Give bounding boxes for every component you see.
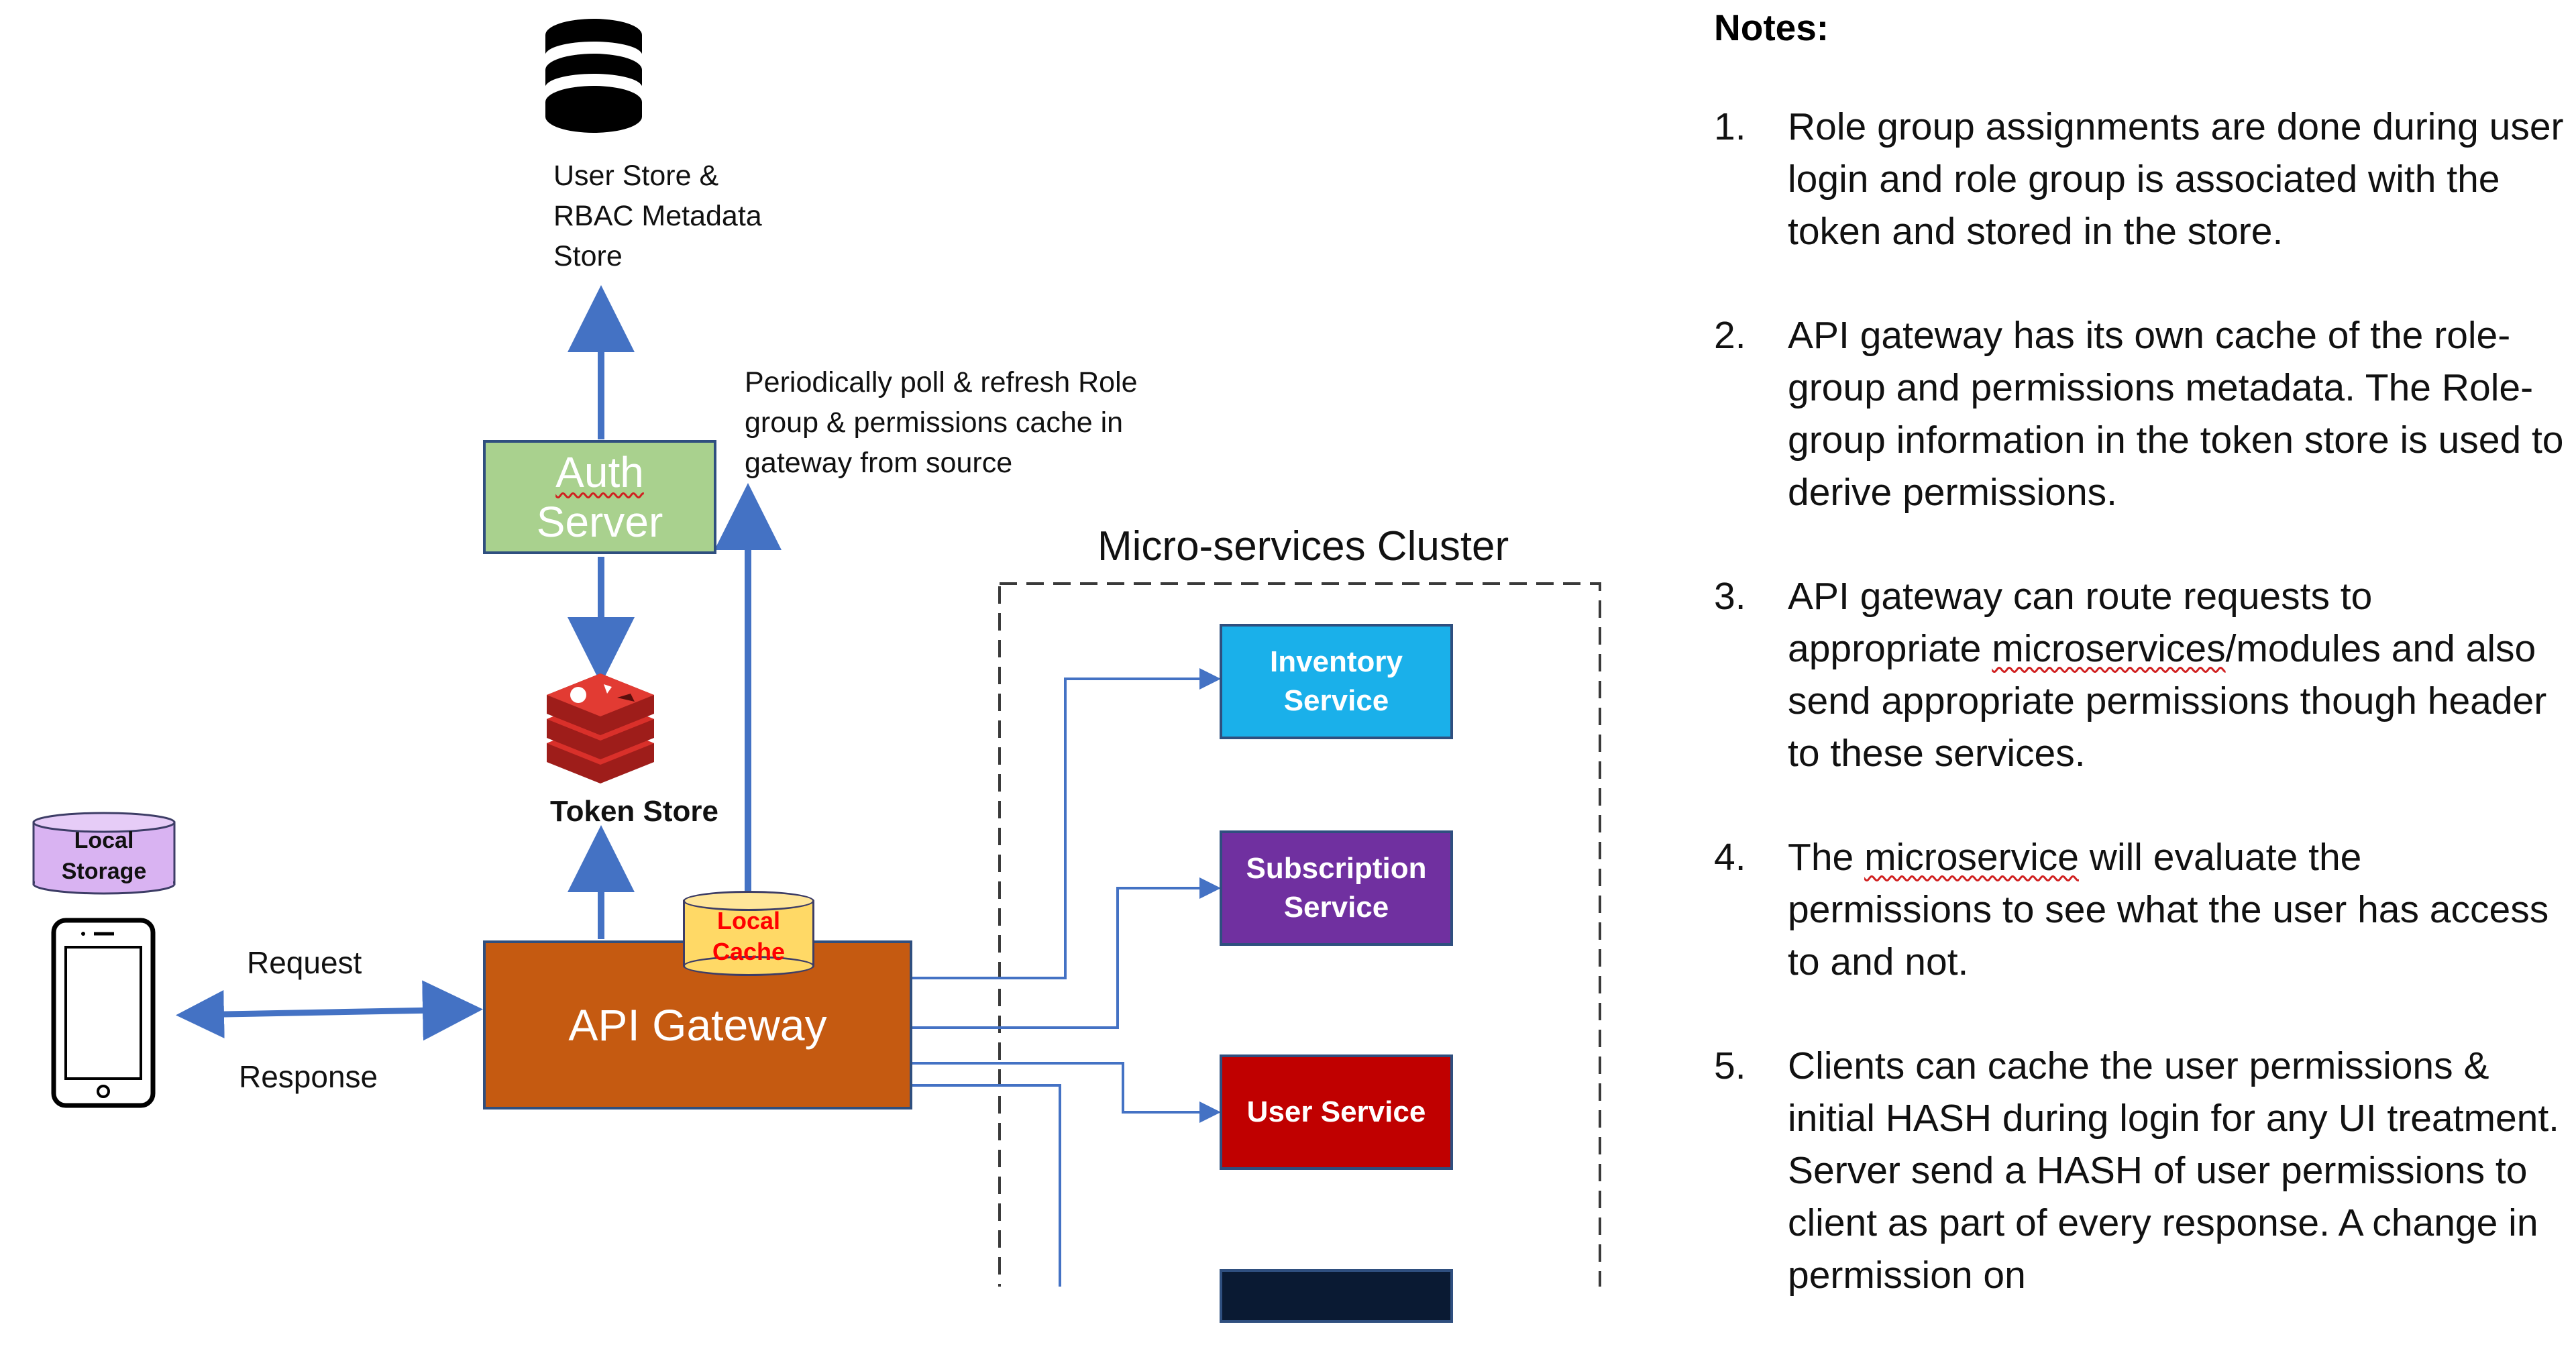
token-store-label: Token Store [550, 795, 719, 828]
api-gateway-box[interactable]: API Gateway [483, 940, 912, 1110]
local-storage-icon [32, 812, 176, 895]
auth-server-label-line1: Auth [555, 448, 644, 496]
note-text-part: The [1788, 836, 1865, 879]
route-subscription-arrow [912, 877, 1221, 1029]
diagram-connectors [32, 19, 1601, 1287]
note-text-spellcheck: microservice [1864, 836, 2079, 879]
note-number: 2. [1714, 314, 1746, 357]
cluster-border [998, 582, 1601, 1287]
api-gateway-label: API Gateway [568, 1000, 827, 1050]
subscription-service-box[interactable]: Subscription Service [1220, 830, 1453, 946]
route-user-arrow [912, 1062, 1221, 1123]
inventory-service-box[interactable]: Inventory Service [1220, 624, 1453, 739]
note-text-part: will evaluate the permissions to see wha… [1788, 836, 2549, 983]
user-service-box[interactable]: User Service [1220, 1054, 1453, 1170]
note-item-1: 1. Role group assignments are done durin… [1714, 101, 2576, 258]
request-response-arrow [176, 980, 483, 1041]
rbac-architecture-diagram: User Store & RBAC Metadata Store Auth Se… [32, 19, 1601, 1323]
note-text: Role group assignments are done during u… [1788, 105, 2564, 253]
local-cache-label: Local Cache [712, 907, 786, 965]
route-fourth-arrow [912, 1084, 1061, 1287]
local-cache-cylinder[interactable]: Local Cache [683, 891, 814, 976]
notes-title: Notes: [1714, 7, 1829, 48]
note-text-part: API gateway can route requests to approp… [1788, 575, 2373, 670]
response-label: Response [239, 1059, 378, 1094]
note-text: API gateway has its own cache of the rol… [1788, 314, 2564, 514]
note-item-3: 3. API gateway can route requests to app… [1714, 570, 2576, 779]
note-item-2: 2. API gateway has its own cache of the … [1714, 309, 2576, 519]
request-label: Request [247, 945, 362, 980]
note-item-4: 4. The microservice will evaluate the pe… [1714, 831, 2576, 988]
note-text-spellcheck: microservices [1992, 627, 2226, 670]
note-item-5: 5. Clients can cache the user permission… [1714, 1040, 2576, 1301]
local-storage-label: Local Storage [61, 828, 147, 884]
inventory-service-label: Inventory Service [1269, 645, 1403, 717]
mobile-phone-icon [51, 918, 156, 1108]
notes-list: 1. Role group assignments are done durin… [1714, 101, 2576, 1353]
cluster-title: Micro-services Cluster [1097, 523, 1509, 570]
database-icon [545, 19, 642, 133]
fourth-service-box[interactable] [1220, 1269, 1453, 1323]
auth-server-box[interactable]: Auth Server [483, 440, 716, 554]
poll-refresh-note: Periodically poll & refresh Role group &… [745, 366, 1138, 479]
auth-server-label-line2: Server [536, 498, 663, 546]
note-number: 4. [1714, 836, 1746, 879]
subscription-service-label: Subscription Service [1246, 852, 1427, 924]
note-number: 1. [1714, 105, 1746, 148]
note-text-part: /modules and also send appropriate permi… [1788, 627, 2547, 775]
user-service-label: User Service [1246, 1095, 1426, 1128]
user-store-label: User Store & RBAC Metadata Store [553, 160, 762, 272]
route-inventory-arrow [912, 668, 1221, 979]
token-store-icon [547, 673, 654, 783]
note-number: 5. [1714, 1044, 1746, 1087]
note-number: 3. [1714, 575, 1746, 618]
note-text: Clients can cache the user permissions &… [1788, 1044, 2560, 1297]
